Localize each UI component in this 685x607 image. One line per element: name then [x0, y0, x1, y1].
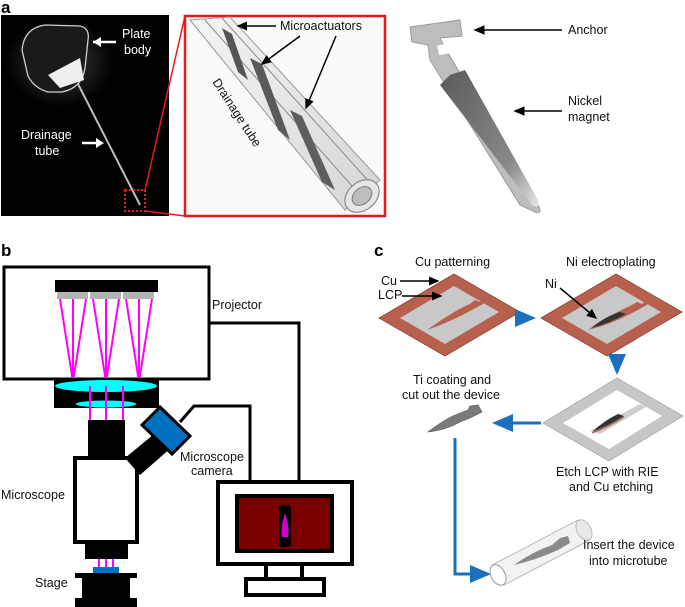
- actuator-render: Anchor Nickel magnet: [409, 19, 610, 213]
- drainage-tube-label-2: tube: [35, 144, 59, 158]
- step-2-title: Ni electroplating: [566, 255, 656, 269]
- plate-body-arrowhead: [93, 37, 101, 47]
- microactuators-label: Microactuators: [280, 19, 362, 33]
- microscope-camera-label-1: Microscope: [180, 450, 244, 464]
- stage-block: [75, 573, 137, 607]
- step-3-frame: [542, 377, 684, 462]
- dmd-chip: [55, 280, 158, 292]
- objective: [85, 542, 128, 559]
- anchor-label: Anchor: [568, 23, 608, 37]
- sample: [93, 567, 119, 573]
- device-photo: Plate body Drainage tube: [1, 15, 169, 216]
- step-4-device: [426, 404, 483, 433]
- microscope-body: [73, 456, 139, 544]
- step-5-title-1: Insert the device: [583, 538, 675, 552]
- step-5-title-2: into microtube: [589, 554, 668, 568]
- microactuator-3: [290, 110, 335, 190]
- camera-cable: [178, 404, 252, 482]
- nickel-magnet-label-2: magnet: [568, 110, 610, 124]
- ni-arrow: [559, 287, 598, 319]
- microactuator-1: [222, 28, 248, 80]
- zoom-connector-top: [144, 15, 186, 191]
- step-3-title-1: Etch LCP with RIE: [556, 465, 659, 479]
- cu-label: Cu: [381, 274, 397, 288]
- monitor-stand: [244, 577, 326, 597]
- zoom-region-box: [124, 189, 146, 212]
- microactuator-2: [250, 58, 290, 140]
- plate-body-label-2: body: [124, 43, 152, 57]
- microactuator-arrow-3: [305, 35, 337, 110]
- plate-body-label-1: Plate: [122, 27, 151, 41]
- panel-label-c: c: [374, 241, 383, 260]
- ni-label: Ni: [545, 277, 557, 291]
- projector-label: Projector: [212, 298, 262, 312]
- plate-window: [48, 58, 84, 88]
- panel-label-a: a: [1, 0, 11, 17]
- step-5-microtube: [489, 519, 593, 586]
- step-1-substrate: [378, 273, 521, 357]
- stage-label: Stage: [35, 576, 68, 590]
- nickel-magnet-shape: [440, 70, 539, 207]
- zoomed-tube-render: Microactuators Drainage tube: [183, 14, 387, 218]
- step-1-title: Cu patterning: [415, 255, 490, 269]
- actuator-hinge-gap: [437, 42, 453, 56]
- nickel-magnet-label-1: Nickel: [568, 94, 602, 108]
- step-4-title-1: Ti coating and: [413, 373, 491, 387]
- microscope-label: Microscope: [1, 488, 65, 502]
- step-4-title-2: cut out the device: [402, 388, 500, 402]
- zoom-connector-bottom: [144, 210, 186, 217]
- microscope-camera: [139, 404, 193, 457]
- microactuator-arrow-2: [260, 35, 301, 65]
- step-3-title-2: and Cu etching: [569, 480, 653, 494]
- microscope-camera-label-2: camera: [191, 464, 233, 478]
- monitor: [216, 480, 354, 597]
- lcp-label: LCP: [378, 288, 402, 302]
- panel-label-b: b: [1, 241, 11, 260]
- ni-layer: [591, 312, 626, 328]
- drainage-tube-arrowhead: [96, 138, 104, 148]
- drainage-tube-photo: [77, 83, 141, 206]
- screen-actuator-image: [281, 513, 289, 537]
- step-2-substrate: [540, 273, 683, 357]
- microscope-head: [88, 420, 125, 458]
- flow-arrow-4: [453, 438, 491, 583]
- microscope: [73, 404, 193, 607]
- projector-cable: [209, 321, 301, 482]
- drainage-tube-label-1: Drainage: [21, 128, 72, 142]
